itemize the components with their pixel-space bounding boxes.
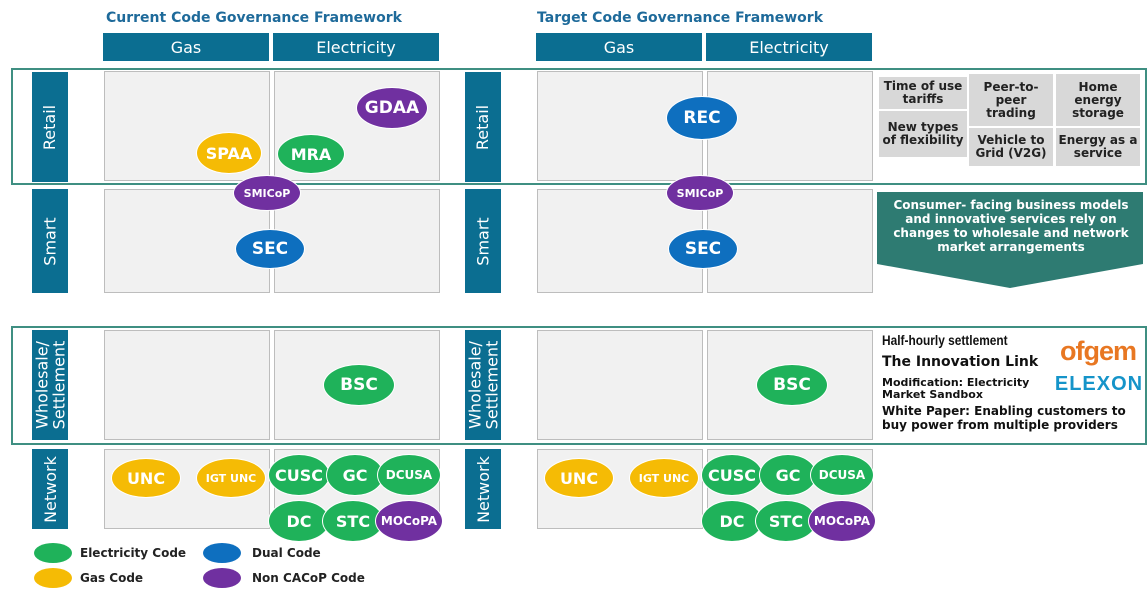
current-bsc-code: BSC bbox=[323, 364, 395, 406]
note-modification-sandbox: Modification: Electricity Market Sandbox bbox=[882, 376, 1030, 401]
target-wholesale-gas-cell bbox=[537, 330, 703, 440]
target-row-wholesale: Wholesale/ Settlement bbox=[465, 330, 501, 440]
wholesale-highlight-band bbox=[11, 326, 1147, 445]
legend-dual-swatch bbox=[203, 543, 241, 563]
tag-home-energy-storage: Home energy storage bbox=[1056, 74, 1140, 126]
target-dcusa-code: DCUSA bbox=[810, 454, 874, 496]
current-gas-header: Gas bbox=[103, 33, 269, 61]
current-row-wholesale: Wholesale/ Settlement bbox=[32, 330, 68, 440]
target-gas-header: Gas bbox=[536, 33, 702, 61]
target-bsc-code: BSC bbox=[756, 364, 828, 406]
tag-time-of-use-tariffs: Time of use tariffs bbox=[879, 77, 967, 109]
current-igtunc-code: IGT UNC bbox=[196, 458, 266, 498]
target-dc-code: DC bbox=[701, 500, 763, 542]
target-rec-code: REC bbox=[666, 96, 738, 140]
current-smicop-code: SMICoP bbox=[233, 175, 301, 211]
tag-peer-to-peer-trading: Peer-to-peer trading bbox=[969, 74, 1053, 126]
legend-electricity-swatch bbox=[34, 543, 72, 563]
current-gdaa-code: GDAA bbox=[356, 87, 428, 129]
legend-dual-label: Dual Code bbox=[252, 546, 321, 560]
target-mocopa-code: MOCoPA bbox=[808, 500, 876, 542]
target-stc-code: STC bbox=[755, 500, 817, 542]
current-framework-title: Current Code Governance Framework bbox=[106, 10, 402, 26]
elexon-logo: ELEXON bbox=[1054, 372, 1144, 395]
current-dc-code: DC bbox=[268, 500, 330, 542]
current-unc-code: UNC bbox=[111, 458, 181, 498]
current-cusc-code: CUSC bbox=[268, 454, 330, 496]
current-row-network: Network bbox=[32, 449, 68, 529]
current-dcusa-code: DCUSA bbox=[377, 454, 441, 496]
target-electricity-header: Electricity bbox=[706, 33, 872, 61]
current-gc-code: GC bbox=[326, 454, 384, 496]
tag-vehicle-to-grid: Vehicle to Grid (V2G) bbox=[969, 128, 1053, 166]
tag-new-types-of-flexibility: New types of flexibility bbox=[879, 111, 967, 157]
target-framework-title: Target Code Governance Framework bbox=[537, 10, 824, 26]
tag-energy-as-a-service: Energy as a service bbox=[1056, 128, 1140, 166]
target-gc-code: GC bbox=[759, 454, 817, 496]
target-smicop-code: SMICoP bbox=[666, 175, 734, 211]
callout-text: Consumer- facing business models and inn… bbox=[893, 198, 1129, 254]
ofgem-logo: ofgem bbox=[1060, 335, 1137, 366]
note-innovation-link: The Innovation Link bbox=[882, 354, 1039, 370]
legend-noncacop-label: Non CACoP Code bbox=[252, 571, 365, 585]
target-sec-code: SEC bbox=[668, 229, 738, 269]
current-mra-code: MRA bbox=[277, 134, 345, 174]
note-half-hourly-settlement: Half-hourly settlement bbox=[882, 332, 1008, 348]
current-wholesale-gas-cell bbox=[104, 330, 270, 440]
legend-gas-swatch bbox=[34, 568, 72, 588]
current-mocopa-code: MOCoPA bbox=[375, 500, 443, 542]
legend-electricity-label: Electricity Code bbox=[80, 546, 187, 560]
current-electricity-header: Electricity bbox=[273, 33, 439, 61]
target-wholesale-electricity-cell bbox=[707, 330, 873, 440]
retail-highlight-band bbox=[11, 68, 1147, 185]
current-spaa-code: SPAA bbox=[196, 132, 262, 174]
legend-noncacop-swatch bbox=[203, 568, 241, 588]
target-cusc-code: CUSC bbox=[701, 454, 763, 496]
callout-arrow-shape bbox=[877, 192, 1143, 288]
target-igtunc-code: IGT UNC bbox=[629, 458, 699, 498]
legend-gas-label: Gas Code bbox=[80, 571, 144, 585]
target-row-retail: Retail bbox=[465, 72, 501, 182]
current-sec-code: SEC bbox=[235, 229, 305, 269]
target-row-network: Network bbox=[465, 449, 501, 529]
note-white-paper: White Paper: Enabling customers to buy p… bbox=[882, 404, 1126, 432]
target-unc-code: UNC bbox=[544, 458, 614, 498]
current-row-smart: Smart bbox=[32, 189, 68, 293]
current-row-retail: Retail bbox=[32, 72, 68, 182]
target-row-smart: Smart bbox=[465, 189, 501, 293]
